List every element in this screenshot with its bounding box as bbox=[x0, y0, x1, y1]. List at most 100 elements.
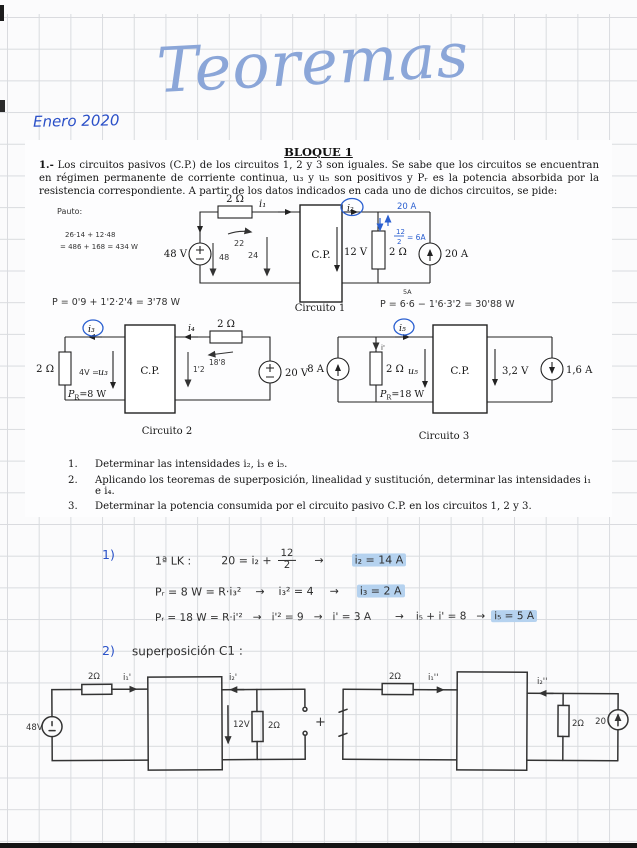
superposition-heading: superposición C1 : bbox=[131, 643, 243, 659]
solution-line-3: Pᵣ = 18 W = R·i'² → i'² = 9 → i' = 3 A →… bbox=[154, 610, 538, 624]
c3-u5-label: u₅ bbox=[408, 366, 418, 377]
kirchhoff-law-label: 1ª LK : bbox=[154, 553, 192, 568]
question-number: 3. bbox=[68, 501, 78, 513]
arrow: → bbox=[313, 611, 323, 624]
c3-i5-label: i₅ bbox=[399, 323, 406, 334]
hw-1-2: 1'2 bbox=[193, 365, 205, 374]
blue-fraction-result: = 6A bbox=[407, 233, 426, 242]
sketch-circuit-left bbox=[41, 675, 308, 771]
circuit-1-diagram bbox=[188, 204, 442, 303]
c2-source-label: 20 V bbox=[285, 368, 309, 379]
question-text: Determinar la potencia consumida por el … bbox=[95, 501, 532, 513]
c3-pr-label: PR=18 W bbox=[379, 389, 424, 402]
question-item: 1. Determinar las intensidades i₂, i₃ e … bbox=[68, 459, 598, 470]
resistor-symbol bbox=[369, 351, 383, 386]
result-i5: i₅ = 5 A bbox=[491, 610, 538, 623]
c3-8a-label: 8 A bbox=[307, 364, 325, 375]
resistor-symbol bbox=[209, 330, 243, 344]
sk-left-12v: 12V bbox=[233, 720, 250, 730]
equation: 20 = i₂ + bbox=[221, 553, 272, 567]
equation: Pᵣ = 18 W = R·i'² bbox=[154, 611, 243, 624]
c3-16a-label: 1,6 A bbox=[566, 365, 593, 376]
question-item: 2. Aplicando los teoremas de superposici… bbox=[68, 475, 598, 497]
solution-step-2-number: 2) bbox=[102, 643, 115, 658]
question-item: 3. Determinar la potencia consumida por … bbox=[68, 501, 598, 512]
c1-current-source-label: 20 A bbox=[445, 249, 469, 260]
sk-right-r1: 2Ω bbox=[389, 672, 401, 682]
questions-list: 1. Determinar las intensidades i₂, i₃ e … bbox=[68, 459, 598, 517]
c2-u3-label: u₃ bbox=[98, 367, 108, 378]
equation: i'² = 9 bbox=[271, 611, 304, 624]
c1-i2-label: i₂ bbox=[347, 203, 354, 214]
hw-power-c1: P = 0'9 + 1'2·2'4 = 3'78 W bbox=[52, 297, 181, 308]
problem-number: 1.- bbox=[39, 159, 54, 171]
arrow: → bbox=[329, 584, 339, 598]
question-text: Determinar las intensidades i₂, i₃ e i₅. bbox=[95, 459, 288, 470]
c1-caption: Circuito 1 bbox=[295, 303, 345, 314]
c1-cp-label: C.P. bbox=[311, 249, 330, 261]
c1-source-label: 48 V bbox=[164, 249, 188, 260]
hand-voltage-source bbox=[41, 715, 63, 738]
blue-20a-annotation: 20 A bbox=[397, 202, 417, 212]
hand-resistor bbox=[251, 710, 264, 743]
cp-box bbox=[124, 324, 176, 414]
sk-right-r2: 2Ω bbox=[572, 719, 584, 729]
hw-power-note-line3: = 486 + 168 = 434 W bbox=[60, 243, 138, 251]
hw-22: 22 bbox=[234, 239, 244, 248]
result-i2: i₂ = 14 A bbox=[351, 552, 407, 567]
question-text: Aplicando los teoremas de superposición,… bbox=[95, 474, 592, 497]
hw-4v-equals: 4V = bbox=[79, 368, 99, 377]
sk-left-r2: 2Ω bbox=[268, 721, 280, 731]
question-number: 2. bbox=[68, 474, 78, 486]
hand-resistor bbox=[81, 683, 113, 696]
hw-loop-arrows bbox=[209, 227, 271, 277]
arrow: → bbox=[476, 610, 486, 623]
c2-left-resistor-label: 2 Ω bbox=[36, 364, 54, 375]
equation: i₃² = 4 bbox=[278, 584, 314, 599]
circuit-2-diagram bbox=[58, 324, 282, 414]
sk-left-i2: i₂' bbox=[229, 673, 237, 683]
exam-sheet: BLOQUE 1 1.- Los circuitos pasivos (C.P.… bbox=[25, 140, 612, 517]
resistor-symbol bbox=[58, 351, 72, 386]
blue-annotation-arrows bbox=[376, 214, 404, 237]
hw-iprime: i' bbox=[381, 344, 385, 352]
c3-cp-label: C.P. bbox=[450, 365, 469, 377]
result-i3: i₃ = 2 A bbox=[356, 584, 405, 598]
sk-left-r1: 2Ω bbox=[88, 672, 100, 682]
hw-24: 24 bbox=[248, 251, 258, 260]
sk-right-i1: i₁'' bbox=[428, 673, 438, 683]
equation: i₅ + i' = 8 bbox=[415, 610, 467, 623]
equation: Pᵣ = 8 W = R·i₃² bbox=[154, 585, 242, 599]
c1-12v-label: 12 V bbox=[344, 247, 368, 258]
blue-circle-around-i2 bbox=[340, 197, 364, 217]
solution-line-2: Pᵣ = 8 W = R·i₃² → i₃² = 4 → i₃ = 2 A bbox=[154, 584, 405, 599]
c1-right-resistor-label: 2 Ω bbox=[389, 247, 407, 258]
hw-18-8: 18'8 bbox=[209, 358, 226, 367]
c1-i1-label: i₁ bbox=[259, 199, 266, 210]
arrow: → bbox=[394, 610, 404, 623]
scan-bottom-edge bbox=[0, 843, 637, 848]
scan-edge-mark bbox=[0, 100, 5, 112]
blue-circle-around-i5 bbox=[393, 318, 415, 336]
sk-right-i2: i₂'' bbox=[537, 677, 547, 687]
c2-cp-label: C.P. bbox=[140, 365, 159, 377]
hw-power-note-title: Pauto: bbox=[57, 207, 82, 216]
hand-cp-box bbox=[455, 671, 529, 771]
sketch-circuit-right bbox=[338, 671, 629, 771]
c3-resistor-label: 2 Ω bbox=[386, 364, 404, 375]
plus-between-sketches: + bbox=[315, 715, 326, 730]
blue-circle-around-i3 bbox=[82, 319, 104, 337]
c3-caption: Circuito 3 bbox=[419, 431, 469, 442]
block-header: BLOQUE 1 bbox=[284, 145, 353, 159]
problem-statement: 1.- Los circuitos pasivos (C.P.) de los … bbox=[39, 159, 599, 199]
c2-i3-label: i₃ bbox=[88, 324, 95, 335]
open-terminal bbox=[302, 706, 308, 713]
hw-48: 48 bbox=[219, 253, 229, 262]
cp-box bbox=[432, 324, 488, 414]
c3-32v-label: 3,2 V bbox=[502, 366, 529, 377]
equation: i' = 3 A bbox=[332, 610, 372, 624]
cp-box bbox=[299, 204, 343, 303]
